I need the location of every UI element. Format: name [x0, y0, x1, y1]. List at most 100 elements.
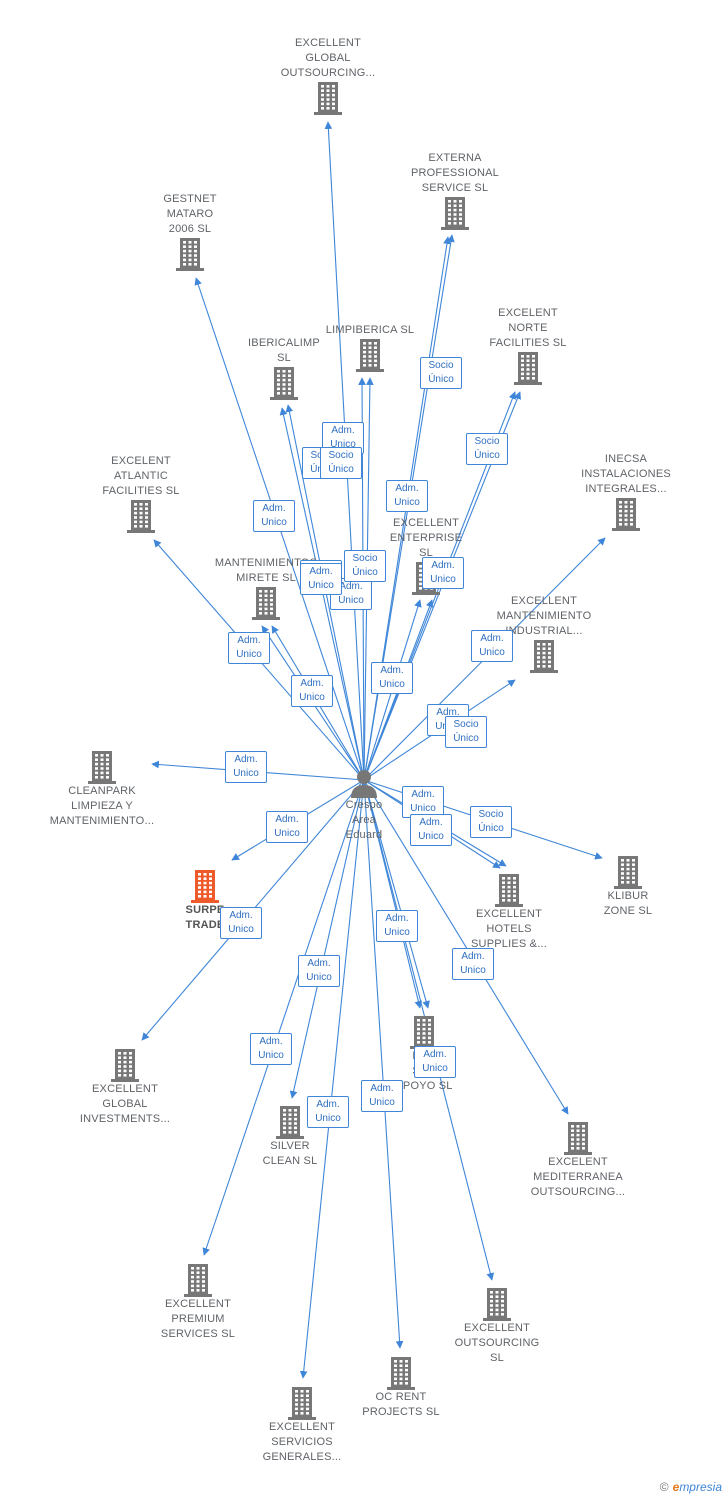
- relation-badge[interactable]: Adm. Unico: [228, 632, 270, 664]
- node-label: EXCELLENT SERVICIOS GENERALES...: [262, 1421, 342, 1463]
- node-limpiberica[interactable]: LIMPIBERICA SL: [300, 323, 440, 372]
- node-label: KLIBUR ZONE SL: [603, 890, 653, 917]
- building-icon: [495, 874, 523, 907]
- building-icon: [530, 640, 558, 673]
- building-icon: [564, 1122, 592, 1155]
- node-label: GESTNET MATARO 2006 SL: [163, 193, 217, 235]
- relation-badge[interactable]: Adm. Unico: [300, 563, 342, 595]
- relation-badge[interactable]: Adm. Unico: [250, 1033, 292, 1065]
- relation-badge[interactable]: Adm. Unico: [361, 1080, 403, 1112]
- edge-silver-clean: [289, 779, 365, 1099]
- node-excellent-servicios-generales[interactable]: EXCELLENT SERVICIOS GENERALES...: [232, 1386, 372, 1465]
- relation-badge[interactable]: Socio Único: [470, 806, 512, 838]
- building-icon: [276, 1106, 304, 1139]
- relation-badge[interactable]: Adm. Unico: [253, 500, 295, 532]
- building-icon: [127, 500, 155, 533]
- node-label: MANTENIMIENTOS MIRETE SL: [214, 557, 318, 584]
- node-label: Crespo Area Eduard: [345, 799, 383, 841]
- empresia-watermark: ©empresia: [660, 1480, 722, 1494]
- building-icon: [483, 1288, 511, 1321]
- node-cleanpark[interactable]: CLEANPARK LIMPIEZA Y MANTENIMIENTO...: [32, 750, 172, 829]
- node-silver-clean[interactable]: SILVER CLEAN SL: [220, 1105, 360, 1169]
- node-ibericalimp[interactable]: IBERICALIMP SL: [214, 336, 354, 400]
- node-mantenimientos-mirete[interactable]: MANTENIMIENTOS MIRETE SL: [196, 556, 336, 620]
- building-icon: [387, 1357, 415, 1390]
- node-label: EXTERNA PROFESSIONAL SERVICE SL: [411, 152, 499, 194]
- edge-excelent-mediterranea: [363, 779, 569, 1115]
- building-icon: [612, 498, 640, 531]
- relation-badge[interactable]: Socio Único: [445, 716, 487, 748]
- node-excellent-outsourcing[interactable]: EXCELLENT OUTSOURCING SL: [427, 1287, 567, 1366]
- edge-excellent-premium: [202, 779, 365, 1256]
- edge-oc-rent: [363, 779, 404, 1349]
- relation-badge[interactable]: Adm. Unico: [371, 662, 413, 694]
- node-label: EXCELENT NORTE FACILITIES SL: [489, 307, 567, 349]
- relation-badge[interactable]: Adm. Unico: [266, 811, 308, 843]
- node-label: SURPE TRADE: [185, 904, 225, 931]
- node-label: EXCELLENT OUTSOURCING SL: [454, 1322, 540, 1364]
- node-surpe-trade[interactable]: SURPE TRADE: [135, 869, 275, 933]
- relation-badge[interactable]: Adm. Unico: [220, 907, 262, 939]
- relation-badge[interactable]: Socio Único: [320, 447, 362, 479]
- node-label: INECSA INSTALACIONES INTEGRALES...: [581, 453, 671, 495]
- node-label: OC RENT PROJECTS SL: [362, 1391, 440, 1418]
- building-icon: [356, 339, 384, 372]
- node-label: EXCELLENT MANTENIMIENTO INDUSTRIAL...: [496, 595, 592, 637]
- node-label: EXCELENT MEDITERRANEA OUTSOURCING...: [530, 1156, 626, 1198]
- relation-badge[interactable]: Adm. Unico: [410, 814, 452, 846]
- relation-badge[interactable]: Adm. Unico: [291, 675, 333, 707]
- building-icon: [184, 1264, 212, 1297]
- node-excellent-global-investments[interactable]: EXCELLENT GLOBAL INVESTMENTS...: [55, 1048, 195, 1127]
- node-inecsa[interactable]: INECSA INSTALACIONES INTEGRALES...: [556, 452, 696, 531]
- person-icon: [351, 770, 377, 798]
- node-label: CLEANPARK LIMPIEZA Y MANTENIMIENTO...: [49, 785, 155, 827]
- node-excellent-premium[interactable]: EXCELLENT PREMIUM SERVICES SL: [128, 1263, 268, 1342]
- relation-badge[interactable]: Adm. Unico: [225, 751, 267, 783]
- relation-badge[interactable]: Adm. Unico: [471, 630, 513, 662]
- building-icon: [270, 367, 298, 400]
- copyright-symbol: ©: [659, 1480, 669, 1494]
- node-excellent-global-outsourcing[interactable]: EXCELLENT GLOBAL OUTSOURCING...: [258, 36, 398, 115]
- building-icon: [252, 587, 280, 620]
- node-externa-professional[interactable]: EXTERNA PROFESSIONAL SERVICE SL: [385, 151, 525, 230]
- node-klibur-zone[interactable]: KLIBUR ZONE SL: [558, 855, 698, 919]
- building-icon: [614, 856, 642, 889]
- brand-initial: e: [672, 1480, 680, 1494]
- node-excellent-hotels[interactable]: EXCELLENT HOTELS SUPPLIES &...: [439, 873, 579, 952]
- relation-badge[interactable]: Adm. Unico: [298, 955, 340, 987]
- building-icon: [191, 870, 219, 903]
- node-label: EXCELLENT GLOBAL INVESTMENTS...: [79, 1083, 171, 1125]
- node-excelent-atlantic[interactable]: EXCELENT ATLANTIC FACILITIES SL: [71, 454, 211, 533]
- building-icon: [111, 1049, 139, 1082]
- relation-badge[interactable]: Adm. Unico: [452, 948, 494, 980]
- building-icon: [288, 1387, 316, 1420]
- relation-badge[interactable]: Adm. Unico: [414, 1046, 456, 1078]
- node-label: SILVER CLEAN SL: [262, 1140, 318, 1167]
- relation-badge[interactable]: Socio Único: [420, 357, 462, 389]
- building-icon: [176, 238, 204, 271]
- building-icon: [514, 352, 542, 385]
- node-label: LIMPIBERICA SL: [325, 324, 415, 336]
- relation-badge[interactable]: Socio Único: [344, 550, 386, 582]
- node-label: EXCELENT ATLANTIC FACILITIES SL: [102, 455, 180, 497]
- node-label: EXCELLENT ENTERPRISE SL: [389, 517, 463, 559]
- node-excellent-mantenimiento[interactable]: EXCELLENT MANTENIMIENTO INDUSTRIAL...: [474, 594, 614, 673]
- node-crespo[interactable]: Crespo Area Eduard: [294, 768, 434, 843]
- building-icon: [314, 82, 342, 115]
- node-excelent-norte[interactable]: EXCELENT NORTE FACILITIES SL: [458, 306, 598, 385]
- node-gestnet-mataro[interactable]: GESTNET MATARO 2006 SL: [120, 192, 260, 271]
- building-icon: [441, 197, 469, 230]
- relation-badge[interactable]: Socio Único: [466, 433, 508, 465]
- node-label: EXCELLENT PREMIUM SERVICES SL: [160, 1298, 236, 1340]
- node-label: EXCELLENT GLOBAL OUTSOURCING...: [280, 37, 376, 79]
- building-icon: [410, 1016, 438, 1049]
- node-excelent-mediterranea[interactable]: EXCELENT MEDITERRANEA OUTSOURCING...: [508, 1121, 648, 1200]
- node-oc-rent[interactable]: OC RENT PROJECTS SL: [331, 1356, 471, 1420]
- relation-badge[interactable]: Adm. Unico: [376, 910, 418, 942]
- relation-badge[interactable]: Adm. Unico: [422, 557, 464, 589]
- relation-badge[interactable]: Adm. Unico: [386, 480, 428, 512]
- brand-name: mpresia: [679, 1480, 722, 1494]
- edge-excellent-servicios-generales: [299, 779, 365, 1379]
- relation-badge[interactable]: Adm. Unico: [307, 1096, 349, 1128]
